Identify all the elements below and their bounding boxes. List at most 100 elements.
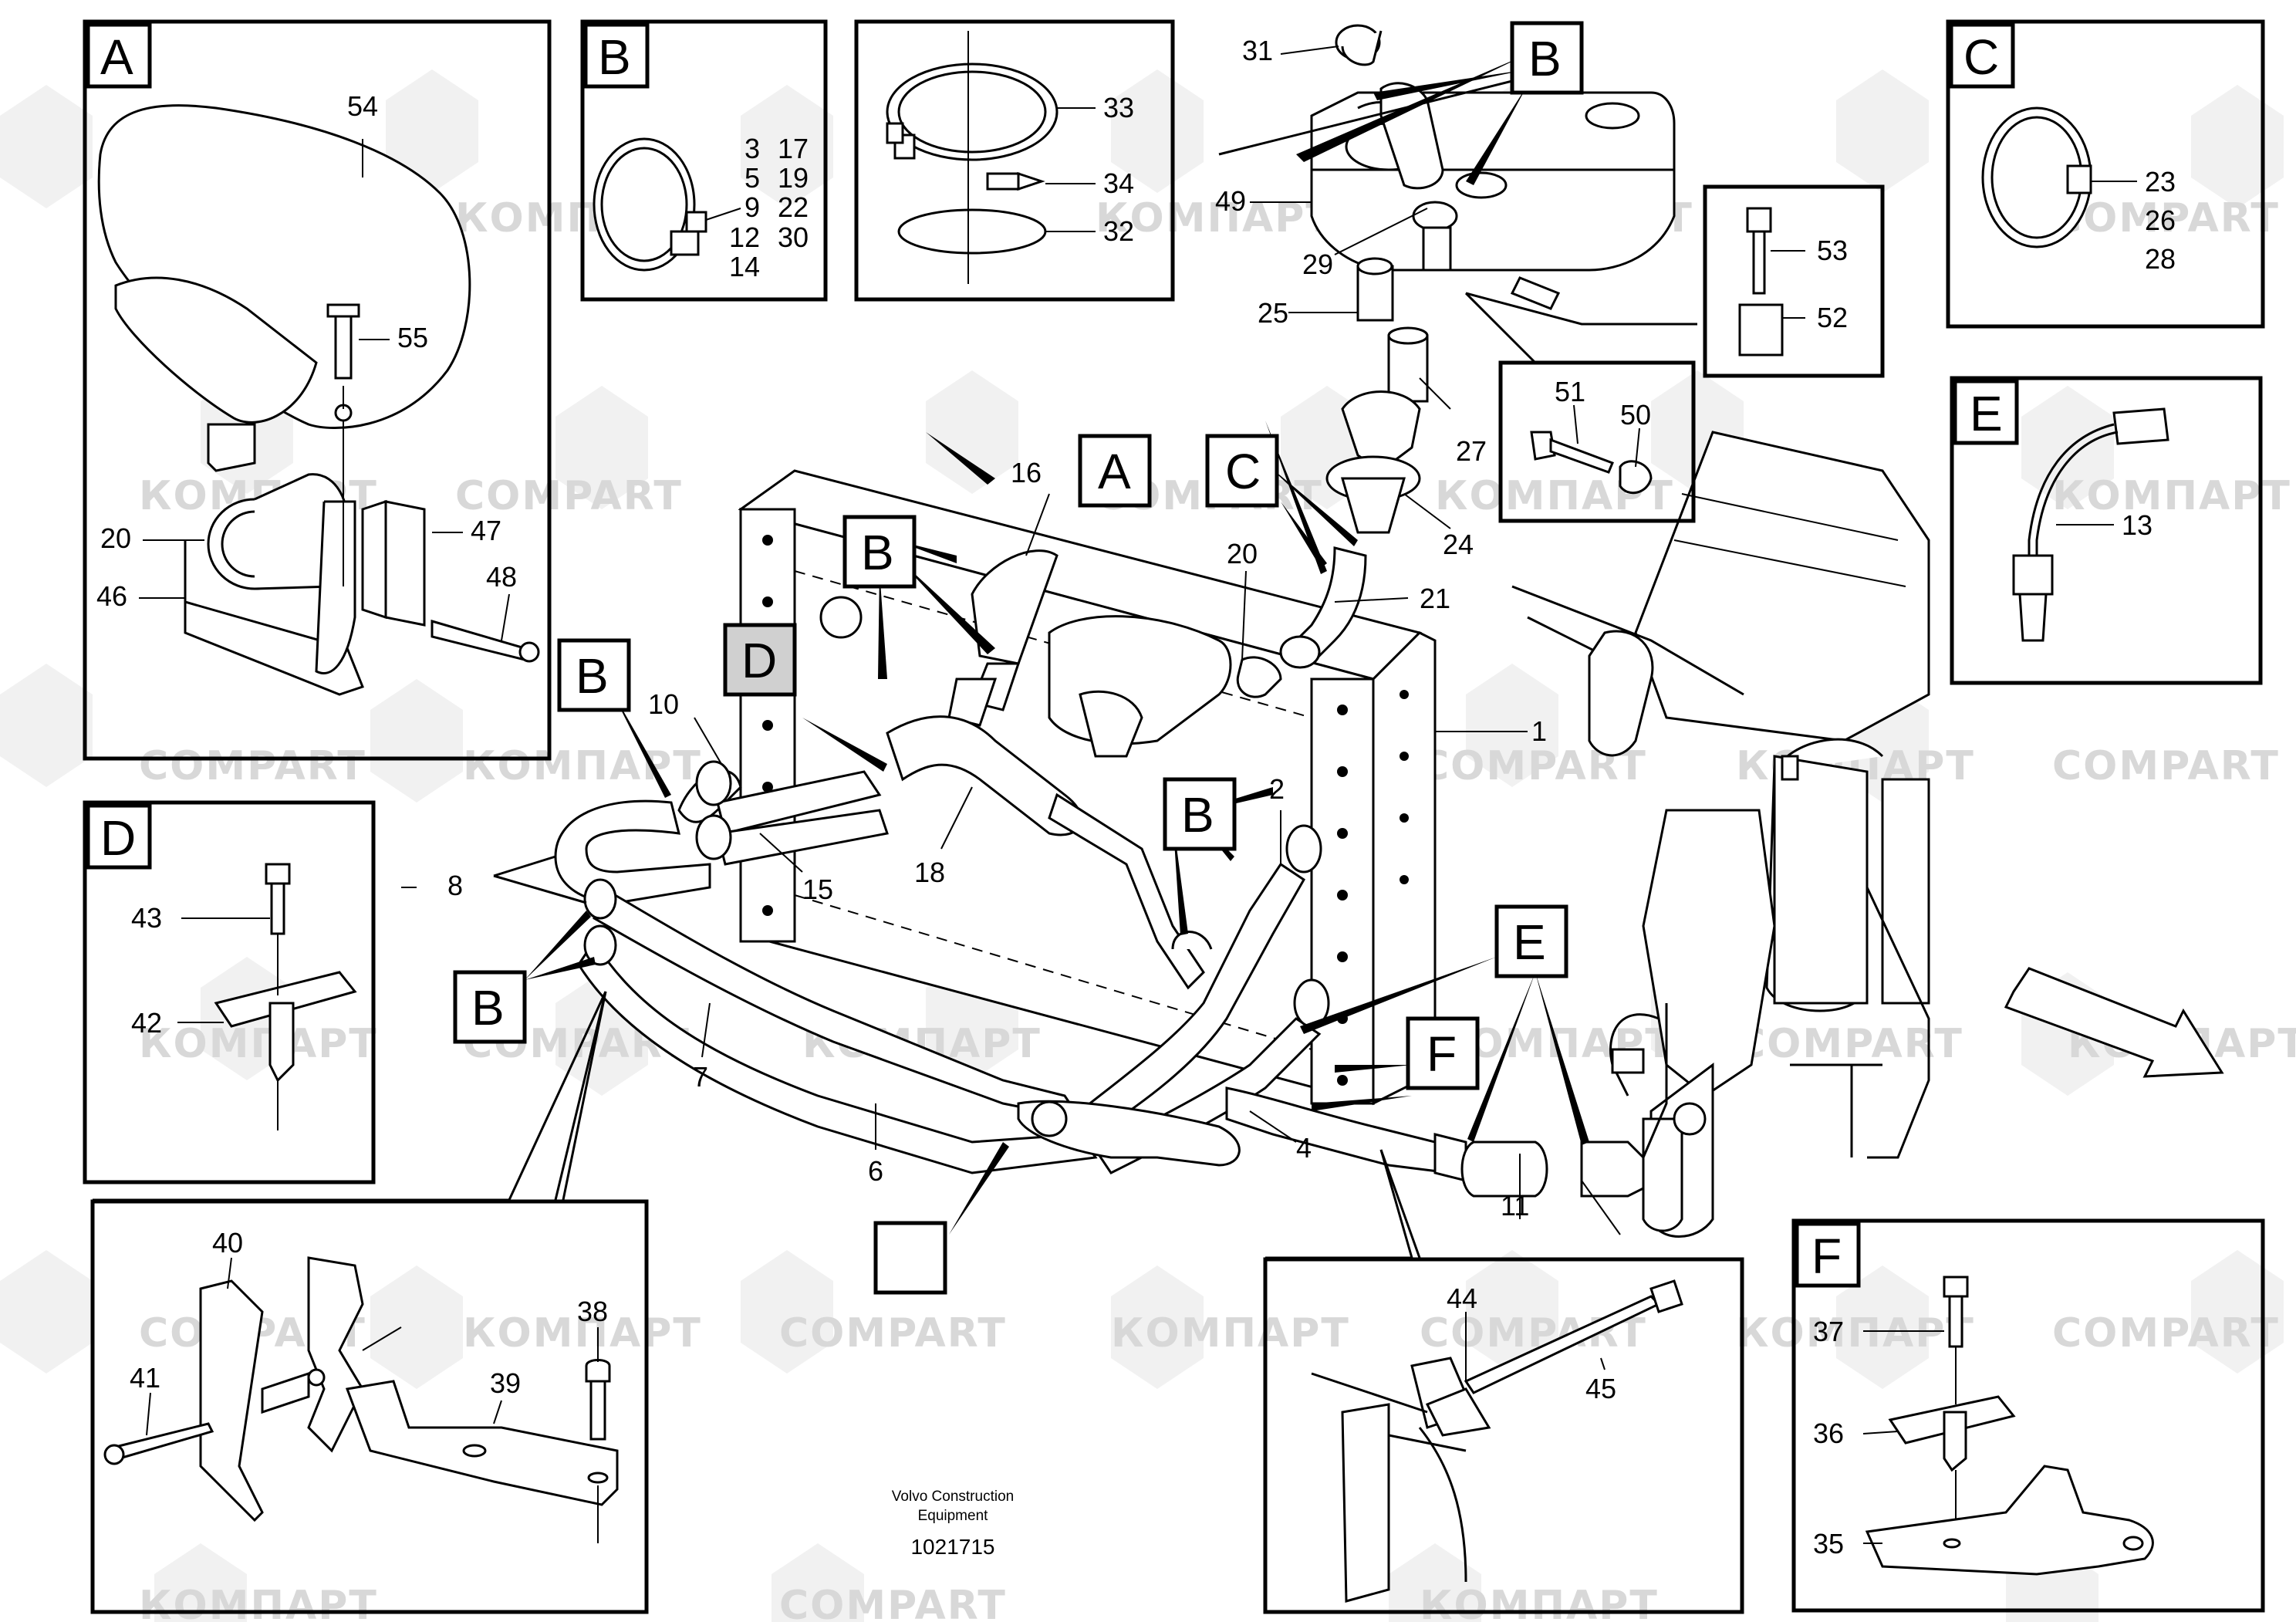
shield-A bbox=[1048, 615, 1232, 758]
label-26: 26 bbox=[2145, 204, 2176, 236]
label-25: 25 bbox=[1258, 297, 1288, 329]
callout-C: C bbox=[1225, 444, 1261, 499]
label-5: 5 bbox=[745, 162, 760, 194]
flow-arrow bbox=[2004, 967, 2224, 1078]
label-8: 8 bbox=[447, 870, 463, 901]
detail-panel-bracket: 40 41 38 39 bbox=[90, 1199, 649, 1614]
label-19: 19 bbox=[778, 162, 809, 194]
label-32: 32 bbox=[1103, 215, 1134, 247]
detail-panel-C: C 23 26 28 bbox=[1946, 19, 2265, 329]
label-23: 23 bbox=[2145, 166, 2176, 198]
label-2: 2 bbox=[1269, 773, 1285, 805]
label-16: 16 bbox=[1011, 457, 1042, 488]
label-45: 45 bbox=[1585, 1373, 1616, 1404]
detail-panel-B: B 3 17 5 19 9 22 12 30 14 bbox=[580, 19, 828, 302]
label-13: 13 bbox=[2122, 509, 2152, 541]
drawing-number: 1021715 bbox=[910, 1535, 994, 1559]
label-30: 30 bbox=[778, 221, 809, 253]
label-6: 6 bbox=[868, 1155, 883, 1187]
label-48: 48 bbox=[486, 561, 517, 593]
label-21: 21 bbox=[1420, 583, 1450, 614]
hose-network bbox=[554, 715, 1668, 1198]
label-51: 51 bbox=[1555, 376, 1585, 407]
label-41: 41 bbox=[130, 1362, 160, 1394]
footer: Volvo Construction Equipment 1021715 bbox=[892, 1489, 1014, 1559]
label-11: 11 bbox=[1501, 1190, 1529, 1222]
detail-panel-F: F 37 36 35 bbox=[1791, 1218, 2265, 1613]
label-4: 4 bbox=[1296, 1132, 1312, 1164]
callout-E: F bbox=[1427, 1026, 1457, 1082]
label-47: 47 bbox=[471, 515, 501, 546]
watermark-text: COMPART bbox=[779, 1583, 1007, 1622]
label-40: 40 bbox=[212, 1227, 243, 1259]
watermark-text: COMPART bbox=[2052, 743, 2280, 789]
callout-B-center: B bbox=[1181, 787, 1214, 843]
label-38: 38 bbox=[577, 1296, 608, 1327]
label-36: 36 bbox=[1813, 1418, 1844, 1449]
label-1: 1 bbox=[1531, 715, 1547, 747]
label-12: 12 bbox=[729, 221, 760, 253]
label-39: 39 bbox=[490, 1367, 521, 1399]
callout-A: A bbox=[1098, 444, 1131, 499]
callout-B-radiator: B bbox=[861, 525, 894, 580]
watermark-text: COMPART bbox=[455, 473, 683, 519]
watermark-text: КОМПАРТ bbox=[139, 1021, 378, 1067]
callout-B-bottom-left: B bbox=[471, 980, 505, 1036]
label-55: 55 bbox=[397, 322, 428, 353]
label-15: 15 bbox=[802, 874, 833, 905]
label-3: 3 bbox=[745, 133, 760, 164]
label-37: 37 bbox=[1813, 1316, 1844, 1347]
detail-panel-D: D 43 42 bbox=[83, 800, 376, 1184]
label-22: 22 bbox=[778, 191, 809, 223]
label-29: 29 bbox=[1302, 248, 1333, 280]
label-44: 44 bbox=[1447, 1282, 1477, 1314]
label-20-panel: 20 bbox=[100, 522, 131, 554]
detail-panel-E: E 13 bbox=[1950, 376, 2263, 685]
label-43: 43 bbox=[131, 902, 162, 934]
label-35: 35 bbox=[1813, 1528, 1844, 1559]
detail-panel-mount: 53 52 bbox=[1703, 184, 1885, 378]
watermark-text: КОМПАРТ bbox=[463, 1310, 702, 1357]
watermark-text: COMPART bbox=[1736, 1021, 1963, 1067]
engine-sensor-cable bbox=[1609, 1013, 1660, 1097]
label-24: 24 bbox=[1443, 529, 1474, 560]
watermark-text: COMPART bbox=[2052, 195, 2280, 242]
label-42: 42 bbox=[131, 1007, 162, 1039]
watermark-text: КОМПАРТ bbox=[463, 743, 702, 789]
label-52: 52 bbox=[1817, 302, 1848, 333]
label-10: 10 bbox=[648, 688, 679, 720]
watermark-text: COMPART bbox=[139, 743, 366, 789]
callout-B-right: E bbox=[1513, 914, 1546, 970]
hose-16 bbox=[947, 549, 1059, 727]
watermark-text: КОМПАРТ bbox=[2052, 473, 2291, 519]
label-7: 7 bbox=[693, 1061, 708, 1093]
detail-panel-bolt: 44 45 bbox=[1263, 1257, 1744, 1614]
watermark-text: КОМПАРТ bbox=[139, 1583, 378, 1622]
panel-A-letter: A bbox=[100, 29, 133, 85]
label-18: 18 bbox=[914, 857, 945, 888]
panel-F-letter: F bbox=[1811, 1228, 1842, 1284]
callout-D: D bbox=[741, 633, 777, 688]
detail-panel-clamp: 33 34 32 bbox=[854, 19, 1175, 302]
panel-E-letter: E bbox=[1970, 386, 2003, 441]
detail-panel-A: A 54 55 20 47 46 48 bbox=[83, 19, 552, 761]
label-31: 31 bbox=[1242, 35, 1273, 66]
label-53: 53 bbox=[1817, 235, 1848, 266]
label-46: 46 bbox=[96, 580, 127, 612]
callout-B-top: B bbox=[1528, 31, 1562, 86]
panel-C-letter: C bbox=[1963, 29, 1999, 85]
watermark-text: КОМПАРТ bbox=[1111, 1310, 1350, 1357]
main-assembly: 31 49 29 25 27 24 21 20 16 10 15 18 2 1 … bbox=[93, 21, 2224, 1295]
watermark-text: КОМПАРТ bbox=[1420, 1583, 1659, 1622]
company-name-line2: Equipment bbox=[918, 1508, 989, 1524]
company-name-line1: Volvo Construction bbox=[892, 1489, 1014, 1505]
detail-panel-sensor-bolt: 51 50 bbox=[1498, 360, 1696, 523]
callout-B-left: B bbox=[576, 648, 609, 704]
label-34: 34 bbox=[1103, 167, 1134, 199]
upper-hose-assembly bbox=[1236, 257, 1429, 698]
label-14: 14 bbox=[729, 251, 760, 282]
watermark-text: КОМПАРТ bbox=[1736, 1310, 1975, 1357]
label-9: 9 bbox=[745, 191, 760, 223]
panel-D-letter: D bbox=[100, 810, 136, 866]
